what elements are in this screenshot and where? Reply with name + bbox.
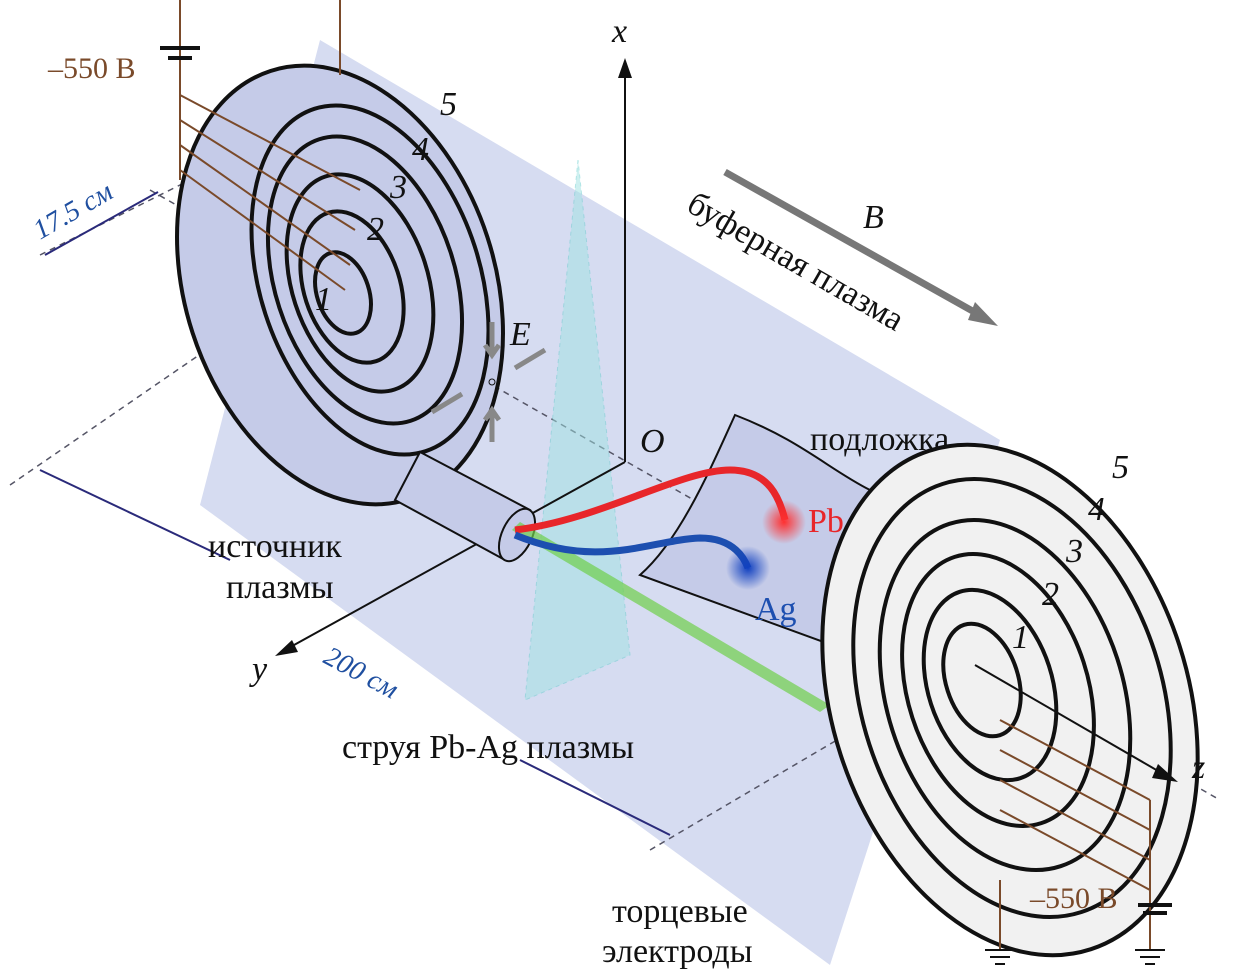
radius-arrow	[44, 191, 159, 256]
right-ring-label-2: 2	[1042, 576, 1059, 613]
right-ring-label-1: 1	[1012, 619, 1029, 656]
length-arrow-left	[39, 469, 231, 561]
e-field-label: E	[509, 316, 531, 353]
right-ring-label-5: 5	[1112, 449, 1129, 486]
z-axis-arrow	[1152, 764, 1178, 782]
left-ring-label-3: 3	[389, 169, 407, 206]
axis-z-label: z	[1191, 749, 1205, 786]
e-field-arrows-icon	[430, 322, 547, 442]
axis-y-label: y	[249, 651, 268, 688]
radius-label: 17.5 см	[28, 176, 118, 246]
source-label-line1: источник	[208, 528, 342, 565]
left-voltage-label: –550 В	[47, 52, 136, 85]
z-axis	[974, 664, 1166, 776]
b-field-arrow	[723, 168, 987, 322]
e-field-point	[488, 378, 496, 386]
left-ring-label-4: 4	[412, 131, 429, 168]
y-axis	[284, 461, 626, 651]
y-axis-arrow	[275, 640, 298, 656]
left-ring-label-5: 5	[440, 86, 457, 123]
right-ring-label-3: 3	[1065, 533, 1083, 570]
left-ring-label-2: 2	[367, 211, 384, 248]
ag-label: Ag	[755, 591, 797, 628]
pb-trajectory	[514, 466, 789, 534]
length-arrow-right	[519, 759, 671, 836]
axis-x-label: x	[611, 13, 627, 50]
source-label-line2: плазмы	[226, 569, 334, 606]
electrodes-label-line2: электроды	[602, 933, 753, 970]
right-voltage-label: –550 В	[1029, 882, 1118, 915]
right-power-wiring	[985, 719, 1172, 965]
ag-deposit	[726, 546, 770, 590]
b-field-label: B	[863, 199, 884, 236]
right-ring-label-4: 4	[1088, 491, 1105, 528]
x-axis-arrow	[618, 58, 632, 78]
jet-label: струя Pb-Ag плазмы	[342, 729, 634, 766]
pb-label: Pb	[808, 503, 844, 540]
length-label: 200 см	[319, 641, 404, 706]
right-end-electrode	[820, 442, 1200, 958]
dimension-line-top	[39, 174, 201, 256]
b-field-arrowhead	[968, 302, 998, 326]
origin-label: O	[640, 423, 665, 460]
pb-deposit	[762, 500, 806, 544]
left-power-wiring	[160, 0, 361, 291]
left-end-electrode	[175, 63, 505, 507]
left-ring-label-1: 1	[315, 281, 332, 318]
plasma-jet	[512, 522, 830, 712]
electrodes-label-line1: торцевые	[612, 893, 748, 930]
cone	[524, 159, 631, 701]
